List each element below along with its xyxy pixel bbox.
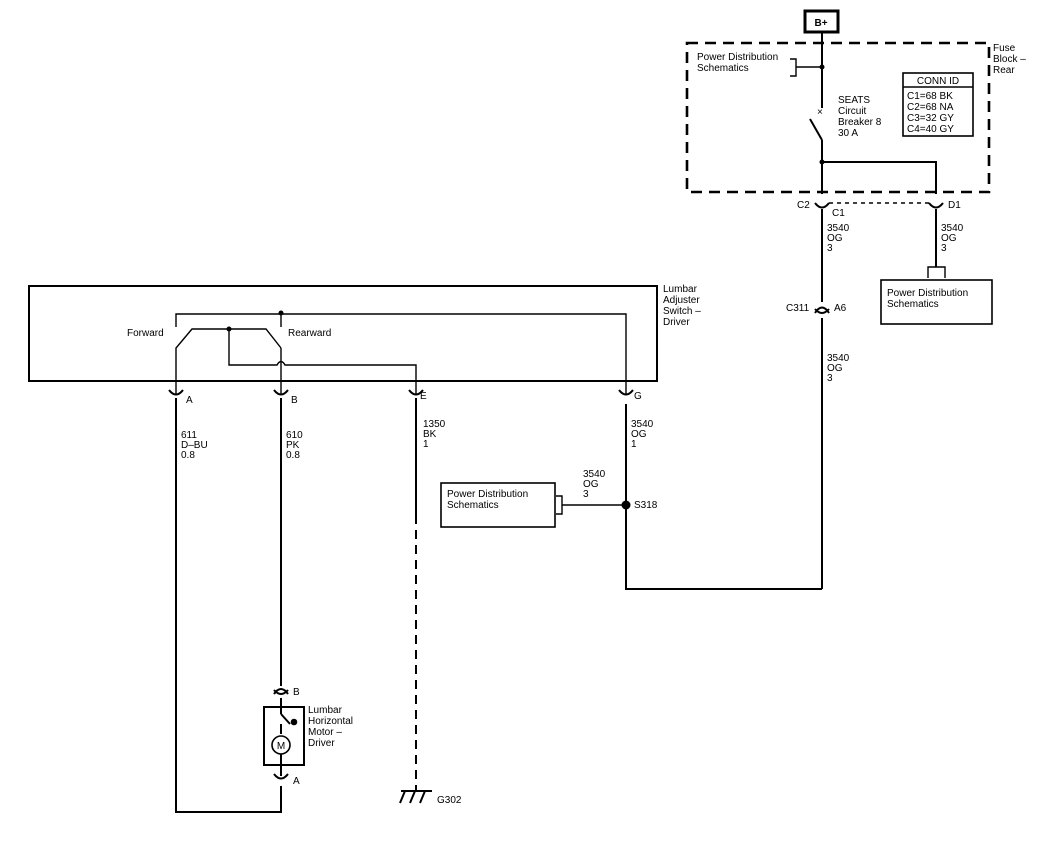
lumbar-switch-outline bbox=[28, 285, 658, 382]
wire-a6-color: OG bbox=[827, 363, 843, 374]
breaker-line-4: 30 A bbox=[838, 128, 858, 139]
motor-pin-b-label: B bbox=[293, 687, 300, 698]
connector-c1-label: C1 bbox=[832, 208, 845, 219]
switch-pin-g-icon bbox=[618, 389, 634, 396]
wire-g-size: 1 bbox=[631, 439, 637, 450]
fuse-block-outline bbox=[685, 41, 991, 194]
conn-id-row-4: C4=40 GY bbox=[907, 124, 954, 135]
switch-pin-b-icon bbox=[273, 389, 289, 396]
pd-ref-left-line-2: Schematics bbox=[447, 500, 499, 511]
wire-d1-circuit: 3540 bbox=[941, 223, 964, 234]
pd-ref-right-line-2: Schematics bbox=[887, 299, 939, 310]
wire-g-circuit: 3540 bbox=[631, 419, 654, 430]
pd-ref-right-line-1: Power Distribution bbox=[887, 288, 968, 299]
wire-splice-circuit: 3540 bbox=[583, 469, 606, 480]
ground-label: G302 bbox=[437, 795, 462, 806]
circuit-breaker-icon: × bbox=[809, 107, 823, 194]
wire-e-circuit: 1350 bbox=[423, 419, 446, 430]
switch-pin-g-label: G bbox=[634, 391, 642, 402]
connector-d1-icon bbox=[928, 202, 944, 209]
switch-pin-a-label: A bbox=[186, 395, 193, 406]
conn-id-row-2: C2=68 NA bbox=[907, 102, 954, 113]
switch-pin-e-icon bbox=[408, 389, 424, 396]
pd-ref-right bbox=[880, 279, 993, 325]
battery-label: B+ bbox=[814, 18, 827, 29]
wire-a-color: D–BU bbox=[181, 440, 208, 451]
motor-symbol: M bbox=[277, 741, 285, 752]
wire-c1-color: OG bbox=[827, 233, 843, 244]
motor-title-1: Lumbar bbox=[308, 705, 343, 716]
connector-a6-label: A6 bbox=[834, 303, 847, 314]
motor-pin-b-icon bbox=[273, 688, 289, 695]
fuse-block-title-1: Fuse bbox=[993, 43, 1016, 54]
wire-splice-size: 3 bbox=[583, 489, 589, 500]
splice-label: S318 bbox=[634, 500, 658, 511]
ground-icon bbox=[399, 790, 432, 804]
wire-c1-circuit: 3540 bbox=[827, 223, 850, 234]
pd-ref-left-line-1: Power Distribution bbox=[447, 489, 528, 500]
battery-terminal: B+ bbox=[803, 9, 840, 34]
motor-title-3: Motor – bbox=[308, 727, 342, 738]
wire-b-color: PK bbox=[286, 440, 300, 451]
wire-g-color: OG bbox=[631, 429, 647, 440]
wire-b-circuit: 610 bbox=[286, 430, 303, 441]
svg-text:×: × bbox=[817, 107, 823, 118]
conn-id-header: CONN ID bbox=[917, 76, 959, 87]
fuse-block-title-3: Rear bbox=[993, 65, 1015, 76]
wire-a-size: 0.8 bbox=[181, 450, 195, 461]
connector-c1-icon bbox=[814, 202, 830, 209]
pd-ref-left bbox=[440, 482, 556, 528]
breaker-line-3: Breaker 8 bbox=[838, 117, 882, 128]
wire-a6-size: 3 bbox=[827, 373, 833, 384]
breaker-line-1: SEATS bbox=[838, 95, 870, 106]
wire-d1-color: OG bbox=[941, 233, 957, 244]
conn-id-table: CONN ID C1=68 BK C2=68 NA C3=32 GY C4=40… bbox=[902, 72, 974, 137]
wire-d1-size: 3 bbox=[941, 243, 947, 254]
switch-title-1: Lumbar bbox=[663, 284, 698, 295]
switch-pin-e-label: E bbox=[420, 391, 427, 402]
wire-a6-circuit: 3540 bbox=[827, 353, 850, 364]
wire-b-size: 0.8 bbox=[286, 450, 300, 461]
motor-title-4: Driver bbox=[308, 738, 335, 749]
switch-title-4: Driver bbox=[663, 317, 690, 328]
motor-pin-a-label: A bbox=[293, 776, 300, 787]
switch-pin-a-icon bbox=[168, 389, 184, 396]
breaker-line-2: Circuit bbox=[838, 106, 867, 117]
switch-title-3: Switch – bbox=[663, 306, 701, 317]
wire-splice-color: OG bbox=[583, 479, 599, 490]
switch-rearward-label: Rearward bbox=[288, 328, 331, 339]
fuse-ref-line-1: Power Distribution bbox=[697, 52, 778, 63]
switch-pin-b-label: B bbox=[291, 395, 298, 406]
lumbar-motor-outline bbox=[263, 706, 305, 766]
connector-c311-icon bbox=[814, 306, 830, 314]
conn-id-row-3: C3=32 GY bbox=[907, 113, 954, 124]
wire-a-circuit: 611 bbox=[181, 430, 197, 441]
fuse-ref-line-2: Schematics bbox=[697, 63, 749, 74]
wire-e-color: BK bbox=[423, 429, 437, 440]
connector-c311-label: C311 bbox=[786, 303, 810, 314]
motor-title-2: Horizontal bbox=[308, 716, 353, 727]
thermal-switch-icon bbox=[280, 713, 298, 734]
wire-c1-size: 3 bbox=[827, 243, 833, 254]
switch-title-2: Adjuster bbox=[663, 295, 700, 306]
connector-d1-label: D1 bbox=[948, 200, 961, 211]
wire-e-size: 1 bbox=[423, 439, 429, 450]
conn-id-row-1: C1=68 BK bbox=[907, 91, 953, 102]
switch-internal-wiring bbox=[175, 310, 627, 394]
motor-pin-a-icon bbox=[273, 773, 289, 780]
motor-icon: M bbox=[271, 735, 291, 755]
connector-c2-label: C2 bbox=[797, 200, 810, 211]
switch-forward-label: Forward bbox=[127, 328, 164, 339]
fuse-block-title-2: Block – bbox=[993, 54, 1026, 65]
